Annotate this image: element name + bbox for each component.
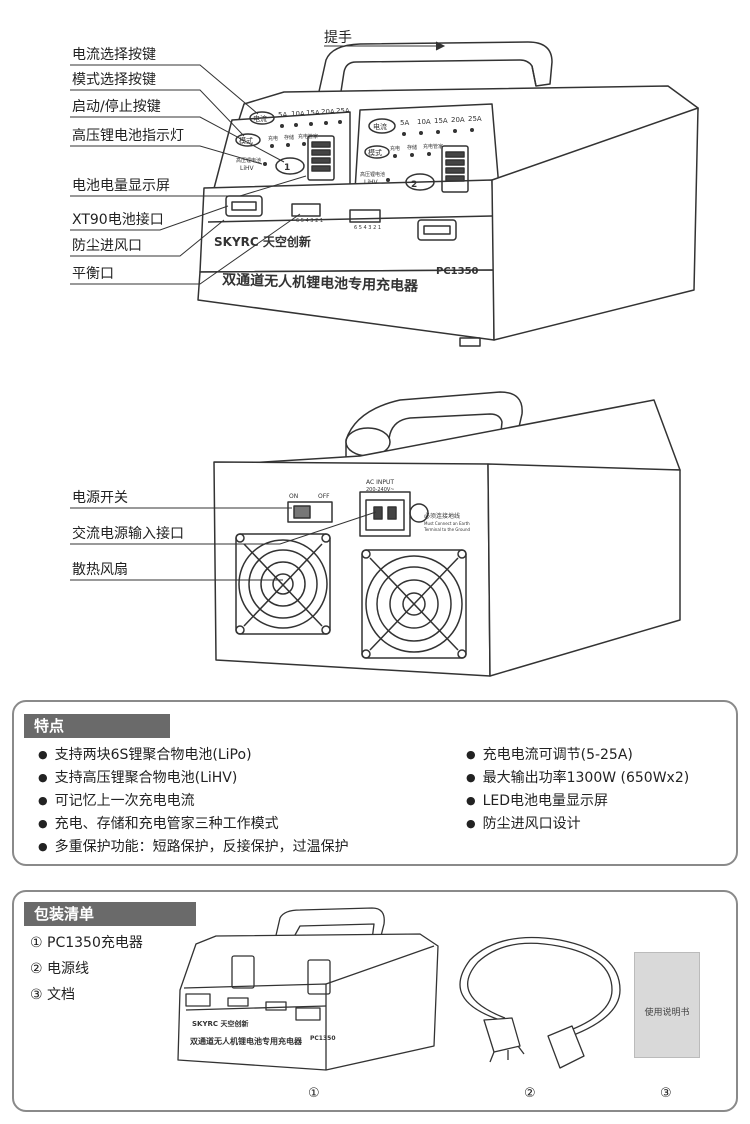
- svg-text:2: 2: [411, 180, 417, 190]
- package-list: ① PC1350充电器 ② 电源线 ③ 文档: [30, 930, 143, 1008]
- label-current-button: 电流选择按键: [72, 47, 156, 63]
- svg-text:10A: 10A: [291, 110, 305, 118]
- svg-text:20A: 20A: [321, 108, 335, 116]
- feature-item: 多重保护功能：短路保护，反接保护，过温保护: [38, 836, 349, 859]
- label-battery-display: 电池电量显示屏: [72, 178, 170, 194]
- marker-charger: ①: [308, 1086, 320, 1101]
- svg-text:模式: 模式: [368, 148, 382, 157]
- rear-fan-left: [235, 533, 331, 635]
- panel-current-key-text: 电流: [253, 114, 267, 123]
- feature-item: 充电电流可调节(5-25A): [466, 744, 689, 767]
- svg-text:15A: 15A: [306, 109, 320, 117]
- product-title-art: 双通道无人机锂电池专用充电器: [222, 271, 419, 295]
- svg-text:必须连接地线: 必须连接地线: [424, 512, 460, 520]
- label-balance-port: 平衡口: [72, 266, 114, 282]
- svg-text:Must Connect an Earth: Must Connect an Earth: [424, 521, 470, 526]
- label-lihv-indicator: 高压锂电池指示灯: [72, 128, 184, 144]
- svg-text:充电管家: 充电管家: [423, 143, 443, 150]
- svg-text:存储: 存储: [284, 134, 294, 141]
- feature-item: 支持两块6S锂聚合物电池(LiPo): [38, 744, 349, 767]
- marker-manual: ③: [660, 1086, 672, 1101]
- brand-logo: SKYRC 天空创新: [214, 234, 311, 249]
- svg-text:充电: 充电: [390, 145, 400, 152]
- rear-fan-right: [361, 549, 467, 659]
- svg-text:LiHV: LiHV: [240, 165, 255, 172]
- label-xt90-port: XT90电池接口: [72, 212, 164, 228]
- label-fan: 散热风扇: [72, 562, 128, 578]
- svg-text:电流: 电流: [373, 122, 387, 131]
- svg-text:6 5 4 3 2 1: 6 5 4 3 2 1: [296, 218, 323, 224]
- feature-item: LED电池电量显示屏: [466, 790, 689, 813]
- label-dust-vent: 防尘进风口: [72, 238, 142, 254]
- feature-item: 可记忆上一次充电电流: [38, 790, 349, 813]
- svg-text:5A: 5A: [278, 111, 287, 119]
- svg-text:6 5 4 3 2 1: 6 5 4 3 2 1: [354, 225, 381, 231]
- rear-side: [487, 463, 681, 677]
- label-power-switch: 电源开关: [72, 490, 128, 506]
- svg-text:AC INPUT: AC INPUT: [366, 479, 394, 486]
- svg-text:高压锂电池: 高压锂电池: [236, 157, 261, 164]
- svg-text:充电管家: 充电管家: [298, 133, 318, 140]
- svg-text:LiHV: LiHV: [364, 179, 379, 186]
- svg-text:PC1350: PC1350: [436, 266, 479, 277]
- rear-face: [213, 461, 491, 677]
- label-ac-input: 交流电源输入接口: [72, 526, 184, 542]
- front-side: [491, 107, 699, 341]
- feature-item: 防尘进风口设计: [466, 813, 689, 836]
- package-item: ③ 文档: [30, 987, 76, 1003]
- label-handle: 提手: [324, 30, 352, 46]
- package-item: ① PC1350充电器: [30, 935, 143, 951]
- svg-text:OFF: OFF: [318, 493, 330, 500]
- feature-item: 充电、存储和充电管家三种工作模式: [38, 813, 349, 836]
- svg-text:25A: 25A: [336, 107, 350, 115]
- svg-text:充电: 充电: [268, 135, 278, 142]
- marker-cord: ②: [524, 1086, 536, 1101]
- package-item: ② 电源线: [30, 961, 90, 977]
- svg-text:20A: 20A: [451, 116, 465, 124]
- svg-text:存储: 存储: [407, 144, 417, 151]
- svg-text:1: 1: [284, 163, 290, 173]
- svg-text:25A: 25A: [468, 115, 482, 123]
- features-right-list: 充电电流可调节(5-25A) 最大输出功率1300W (650Wx2) LED电…: [466, 744, 690, 836]
- label-mode-button: 模式选择按键: [72, 72, 156, 88]
- svg-text:Terminal to the Ground: Terminal to the Ground: [423, 527, 470, 532]
- svg-text:15A: 15A: [434, 117, 448, 125]
- package-manual: 使用说明书: [634, 952, 700, 1058]
- svg-text:10A: 10A: [417, 118, 431, 126]
- package-title: 包装清单: [24, 902, 196, 926]
- feature-item: 支持高压锂聚合物电池(LiHV): [38, 767, 349, 790]
- features-title: 特点: [24, 714, 170, 738]
- svg-text:高压锂电池: 高压锂电池: [360, 171, 385, 178]
- features-left-list: 支持两块6S锂聚合物电池(LiPo) 支持高压锂聚合物电池(LiHV) 可记忆上…: [38, 744, 349, 859]
- svg-text:5A: 5A: [400, 119, 409, 127]
- feature-item: 最大输出功率1300W (650Wx2): [466, 767, 690, 790]
- panel-mode-key-text: 模式: [239, 136, 253, 145]
- manual-text: 使用说明书: [644, 1008, 690, 1018]
- label-start-stop-button: 启动/停止按键: [72, 99, 161, 115]
- svg-text:ON: ON: [289, 493, 298, 500]
- svg-text:200-240V~: 200-240V~: [366, 487, 395, 493]
